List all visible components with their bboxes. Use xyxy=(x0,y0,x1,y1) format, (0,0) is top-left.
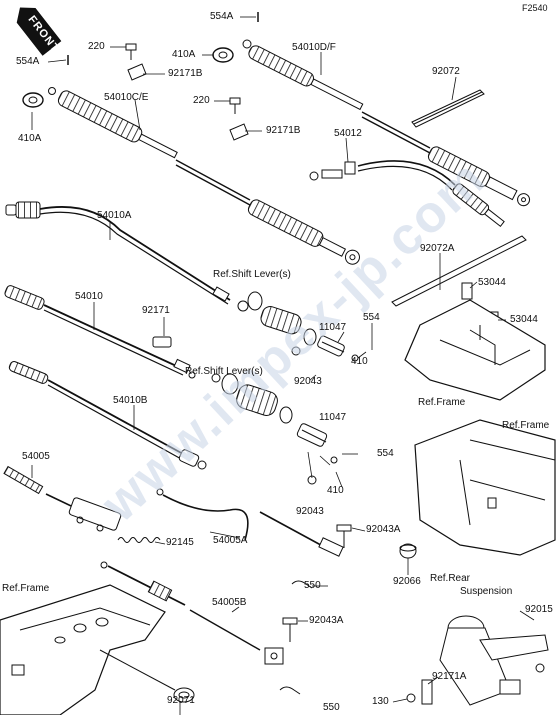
pins-lower xyxy=(279,524,352,695)
part-label[interactable]: 92171A xyxy=(432,671,467,682)
shift-lever-assembly-upper xyxy=(237,291,359,362)
part-label[interactable]: 410 xyxy=(351,356,368,367)
ref-label[interactable]: Ref.Shift Lever(s) xyxy=(185,366,263,377)
part-label[interactable]: 53044 xyxy=(510,314,538,325)
part-label[interactable]: 92072 xyxy=(432,66,460,77)
diagram-code: F2540 xyxy=(522,3,548,13)
cable-54012 xyxy=(309,160,505,228)
part-label[interactable]: 11047 xyxy=(319,412,347,423)
part-label[interactable]: 410A xyxy=(18,133,42,144)
part-label[interactable]: 554A xyxy=(210,11,234,22)
part-label[interactable]: 92071 xyxy=(167,695,195,706)
ref-label[interactable]: Ref.Frame xyxy=(418,397,466,408)
part-label[interactable]: 53044 xyxy=(478,277,506,288)
part-label[interactable]: 54010 xyxy=(75,291,103,302)
clip-92171B-lower xyxy=(229,123,249,141)
part-label[interactable]: 92072A xyxy=(420,243,455,254)
part-label[interactable]: 54005A xyxy=(213,535,248,546)
part-label[interactable]: 92171B xyxy=(168,68,203,79)
part-label[interactable]: 410 xyxy=(327,485,344,496)
strap-92072 xyxy=(411,89,485,128)
part-label[interactable]: 92066 xyxy=(393,576,421,587)
part-label[interactable]: 54005 xyxy=(22,451,50,462)
part-label[interactable]: 11047 xyxy=(319,322,347,333)
ref-label[interactable]: Ref.Shift Lever(s) xyxy=(213,269,291,280)
part-label[interactable]: 92043 xyxy=(294,376,322,387)
part-label[interactable]: 92043A xyxy=(366,524,401,535)
part-label[interactable]: 554 xyxy=(377,448,394,459)
cable-54010DF xyxy=(212,39,531,207)
part-label[interactable]: 550 xyxy=(323,702,340,713)
strap-92072A xyxy=(391,235,527,307)
cable-54010B xyxy=(8,361,207,470)
frame-section-upper xyxy=(404,299,546,401)
frame-section-lower-left xyxy=(0,584,195,715)
ref-label[interactable]: Ref.Frame xyxy=(502,420,550,431)
clamp-92171 xyxy=(152,336,172,348)
cable-54010 xyxy=(4,285,196,379)
front-arrow-icon xyxy=(16,7,62,56)
part-label[interactable]: 54005B xyxy=(212,597,247,608)
part-label[interactable]: 410A xyxy=(172,49,196,60)
front-direction-badge: FRONT xyxy=(11,0,62,56)
part-label[interactable]: 550 xyxy=(304,580,321,591)
cable-54010A xyxy=(5,201,231,305)
part-label[interactable]: 54012 xyxy=(334,128,362,139)
part-label[interactable]: 54010B xyxy=(113,395,148,406)
ref-label[interactable]: Ref.Frame xyxy=(2,583,50,594)
part-label[interactable]: 554A xyxy=(16,56,40,67)
cable-54005B xyxy=(100,561,284,665)
part-label[interactable]: 92043 xyxy=(296,506,324,517)
leader-lines xyxy=(31,16,535,715)
shift-lever-assembly-lower xyxy=(211,373,338,485)
part-label[interactable]: 130 xyxy=(372,696,389,707)
rear-suspension-arm xyxy=(406,615,549,706)
part-label[interactable]: 54010A xyxy=(97,210,132,221)
part-label[interactable]: 92043A xyxy=(309,615,344,626)
frame-section-middle xyxy=(399,419,556,559)
part-label[interactable]: 92145 xyxy=(166,537,194,548)
ref-label[interactable]: Suspension xyxy=(460,586,513,597)
part-label[interactable]: 220 xyxy=(193,95,210,106)
cable-54005A xyxy=(156,488,344,557)
part-label[interactable]: 92171 xyxy=(142,305,170,316)
part-label[interactable]: 554 xyxy=(363,312,380,323)
part-label[interactable]: 54010D/F xyxy=(292,42,336,53)
part-label[interactable]: 92015 xyxy=(525,604,553,615)
part-label[interactable]: 54010C/E xyxy=(104,92,149,103)
cable-54010CE xyxy=(22,87,360,265)
clip-92171B-upper xyxy=(127,63,147,81)
part-label[interactable]: 220 xyxy=(88,41,105,52)
spring-92145 xyxy=(117,537,161,543)
ref-label[interactable]: Ref.Rear xyxy=(430,573,471,584)
pins-554A xyxy=(67,12,259,65)
part-label[interactable]: 92171B xyxy=(266,125,301,136)
cable-54005 xyxy=(3,465,122,532)
